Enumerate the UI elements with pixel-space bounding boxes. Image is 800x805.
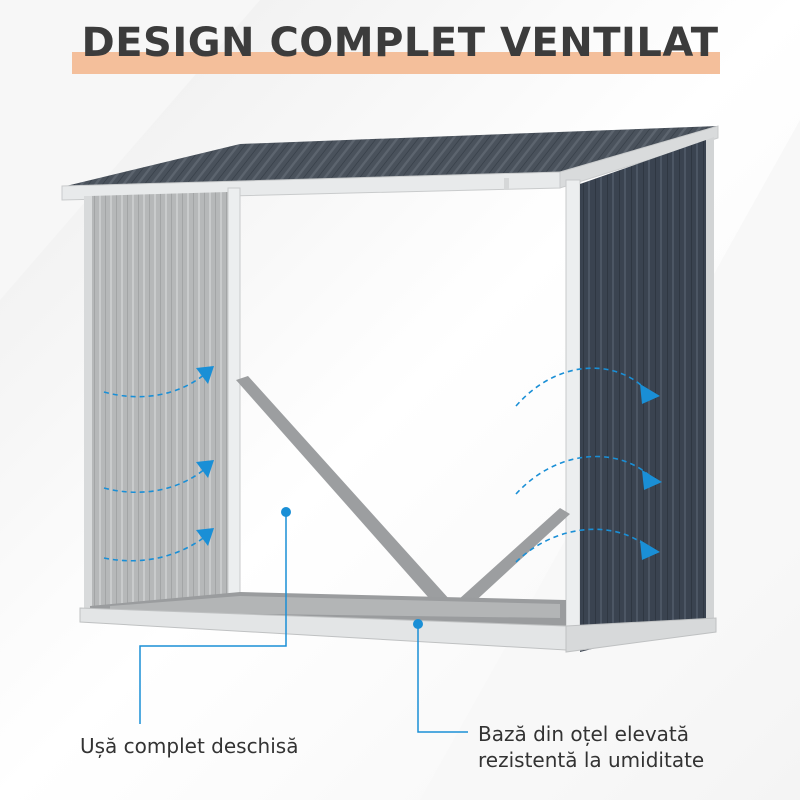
airflow-left — [103, 373, 207, 562]
airflow-right — [515, 367, 653, 563]
airflow-arrow-icon — [640, 540, 660, 560]
caption-door: Ușă complet deschisă — [80, 734, 299, 758]
title-highlight-band — [72, 52, 720, 74]
floor-base — [79, 592, 717, 653]
rear-braces — [236, 376, 570, 606]
roof — [61, 125, 719, 208]
caption-base-line1: Bază din oțel elevată — [478, 722, 690, 746]
airflow-arrow-icon — [196, 460, 214, 478]
page-title: DESIGN COMPLET VENTILAT — [81, 20, 719, 66]
callout-base — [413, 619, 468, 733]
airflow-arrow-icon — [640, 384, 660, 404]
airflow-arrow-icon — [642, 470, 662, 490]
background-facet — [0, 0, 260, 300]
caption-base: Bază din oțel elevată rezistentă la umid… — [478, 721, 704, 773]
caption-base-line2: rezistentă la umiditate — [478, 748, 705, 772]
left-side-panel — [84, 192, 228, 612]
front-right-post — [565, 179, 581, 651]
airflow-arrow-icon — [196, 528, 214, 546]
callout-door — [139, 507, 291, 724]
callout-dot-icon — [281, 507, 291, 517]
airflow-arrow-icon — [196, 366, 214, 384]
callout-dot-icon — [413, 619, 423, 629]
front-left-post — [227, 187, 241, 619]
